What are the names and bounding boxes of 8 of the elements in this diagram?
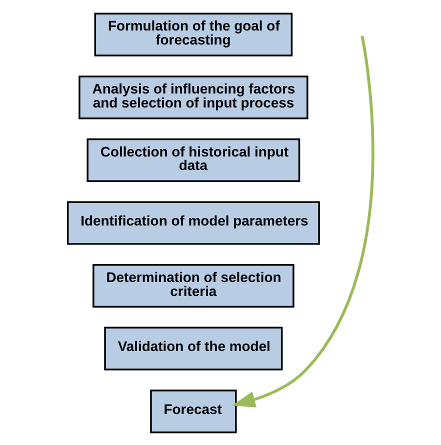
node-box: Validation of the model [104, 326, 283, 370]
node-box: Determination of selection criteria [92, 264, 294, 308]
node-box: Analysis of influencing factors and selection of input process [78, 75, 308, 119]
node-box: Forecast [150, 389, 237, 433]
arrow [232, 35, 374, 407]
node-box: Formulation of the goal of forecasting [94, 12, 293, 56]
node-box: Collection of historical input data [86, 138, 300, 182]
node-box: Identification of model parameters [66, 200, 320, 244]
